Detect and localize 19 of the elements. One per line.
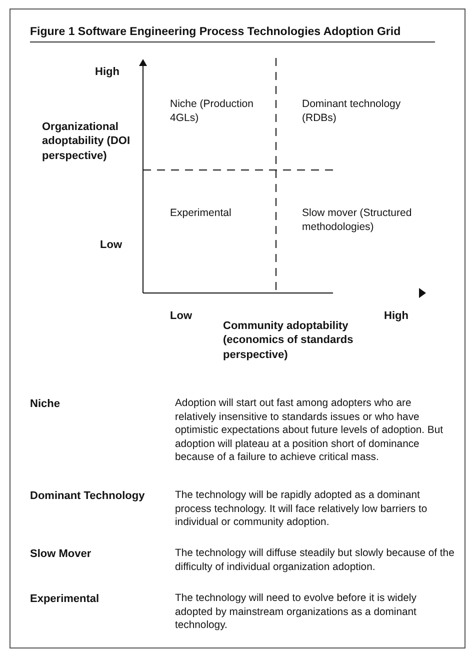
axis-title: Organizational adoptability (DOI perspective): [42, 120, 131, 163]
figure-title: Figure 1 Software Engineering Process Technologies Adoption Grid: [30, 25, 401, 40]
quadrant-label: Dominant technology (RDBs): [302, 98, 402, 126]
definition-text: The technology will be rapidly adopted as a dominant process technology. It will face relatively low barriers to individual or community adoption.: [175, 489, 428, 530]
axis-label: High: [384, 309, 408, 324]
definition-text: The technology will diffuse steadily but slowly because of the difficulty of individual organization adoption.: [175, 547, 455, 574]
term: Experimental: [30, 592, 100, 606]
axis-label: High: [95, 65, 120, 80]
definition-text: The technology will need to evolve before it is widely adopted by mainstream organizations as a dominant technology.: [175, 592, 418, 633]
quadrant-label: Niche (Production 4GLs): [170, 98, 254, 126]
definition-text: Adoption will start out fast among adopters who are relatively insensitive to standards issues or who have optimistic expectations about future levels of adoption. But adoption will plateau at a position short of dominance because of a failure to achieve critical mass.: [175, 397, 444, 465]
axis-label: Low: [100, 238, 122, 252]
quadrant-label: Slow mover (Structured methodologies): [302, 207, 413, 234]
term: Slow Mover: [30, 547, 92, 562]
axis-label: Low: [170, 309, 192, 324]
quadrant-label: Experimental: [170, 207, 232, 221]
axis-title: Community adoptability (economics of standards perspective): [223, 319, 354, 362]
term: Dominant Technology: [30, 489, 145, 504]
term: Niche: [30, 397, 60, 412]
